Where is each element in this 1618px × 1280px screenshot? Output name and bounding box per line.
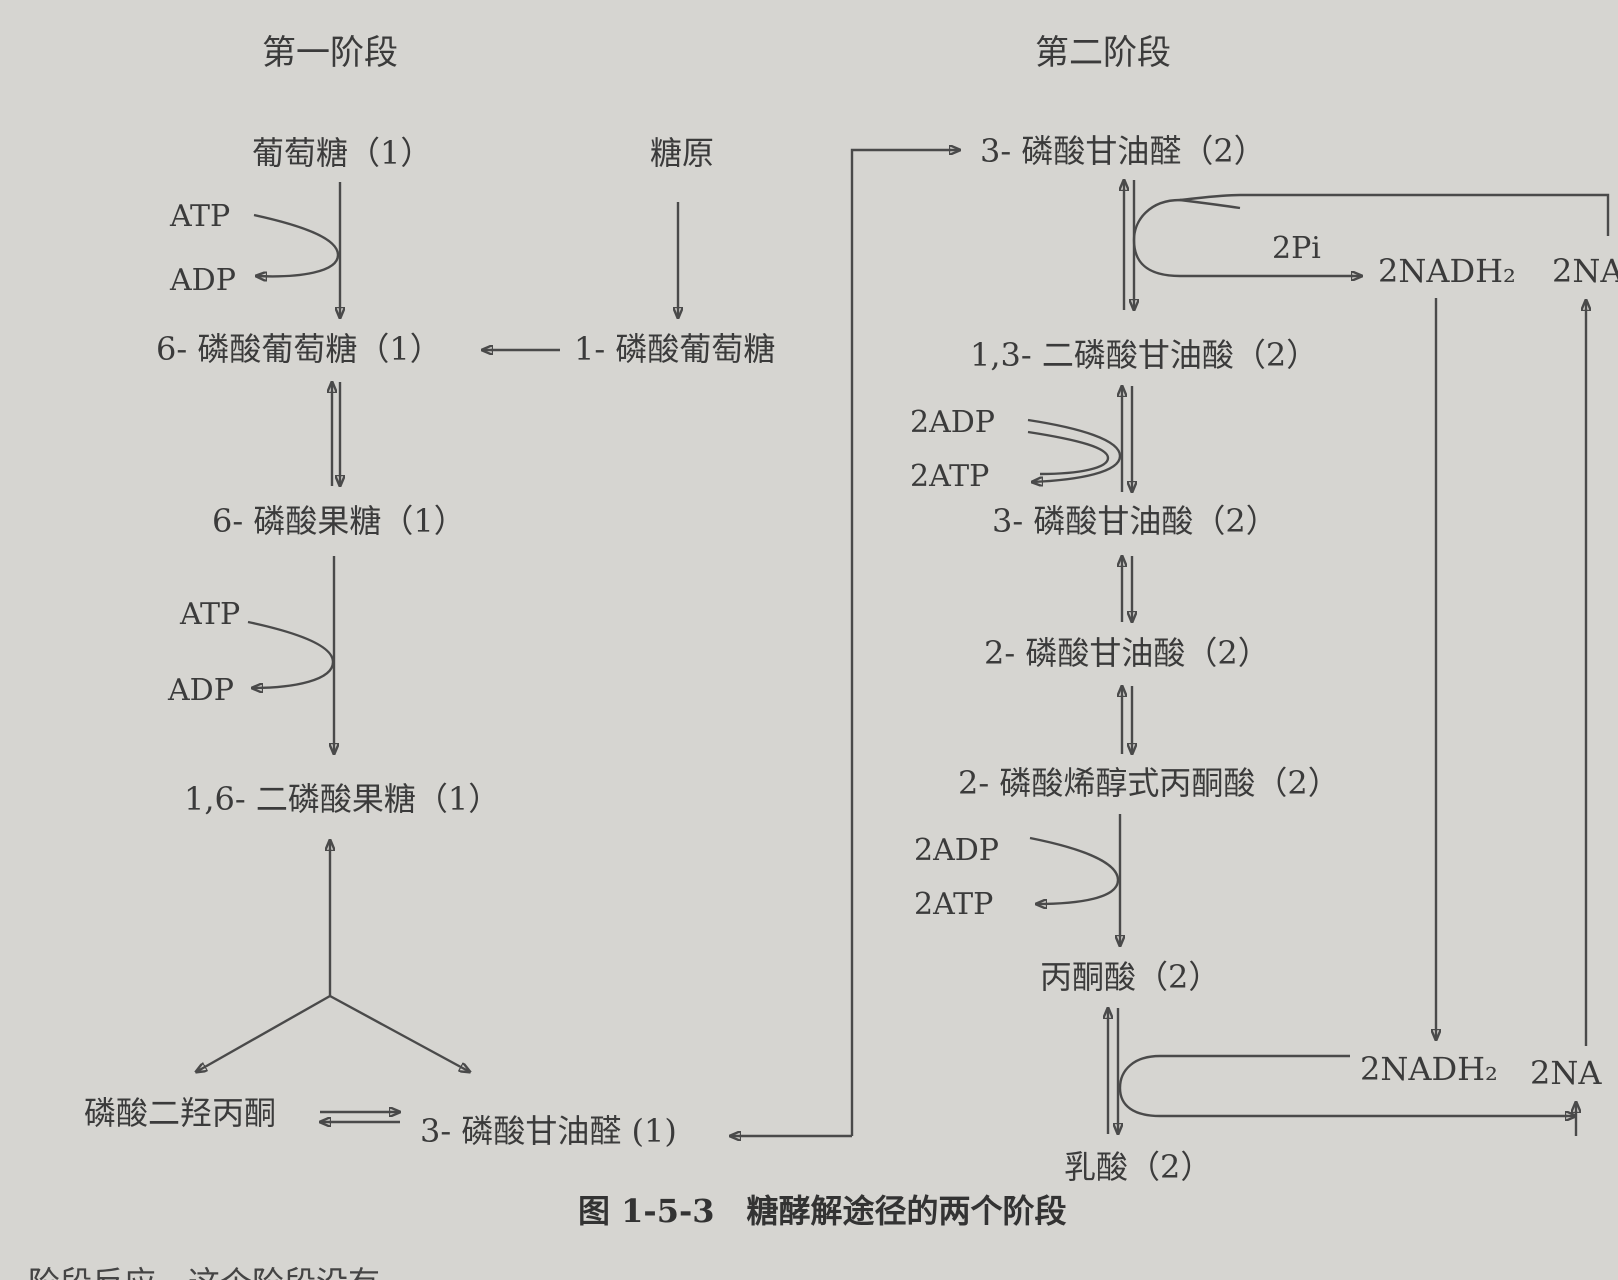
glucose-label: 葡萄糖（1） [252,134,432,172]
pyruvate-label: 丙酮酸（2） [1040,958,1220,996]
stage2-header: 第二阶段 [1035,33,1171,73]
g3p-stage2-label: 3- 磷酸甘油醛（2） [980,132,1266,170]
atp-label-1: ATP [169,199,230,234]
pep-label: 2- 磷酸烯醇式丙酮酸（2） [958,764,1340,802]
bottom-body-text: 一阶段反应，这个阶段没有 [0,1264,380,1280]
bpg13-label: 1,3- 二磷酸甘油酸（2） [970,336,1318,374]
adp-label-1: ADP [169,263,236,298]
glycogen-label: 糖原 [650,134,714,172]
connector-g3p-to-stage2 [850,150,960,1136]
adp-atp-curve-3a [1027,418,1122,482]
nad-top-label: 2NA [1552,252,1618,290]
adp-atp-curve-3b [1027,430,1110,476]
pg3-label: 3- 磷酸甘油酸（2） [992,502,1278,540]
g3p-stage1-label: 3- 磷酸甘油醛 (1) [420,1112,677,1150]
atp-adp-curve-1 [253,213,340,276]
atp-label-3: 2ATP [910,459,989,494]
nadh-top-label: 2NADH₂ [1378,252,1516,290]
nad-return-line [1179,193,1610,236]
dhap-label: 磷酸二羟丙酮 [84,1094,276,1132]
pg2-label: 2- 磷酸甘油酸（2） [984,634,1270,672]
nadh-bottom-label: 2NADH₂ [1360,1050,1498,1088]
g1p-label: 1- 磷酸葡萄糖 [574,330,775,368]
lactate-label: 乳酸（2） [1064,1148,1212,1186]
f16bp-label: 1,6- 二磷酸果糖（1） [184,780,500,818]
figure-caption: 图 1-5-3 糖酵解途径的两个阶段 [578,1192,1067,1230]
atp-adp-curve-2 [247,620,335,688]
adp-atp-curve-4 [1029,836,1120,904]
stage1-header: 第一阶段 [262,33,398,73]
atp-label-2: ATP [179,597,240,632]
pi-label: 2Pi [1272,231,1321,266]
atp-label-4: 2ATP [914,887,993,922]
nad-bottom-label: 2NA [1530,1054,1602,1092]
arrow-split-left [196,994,331,1072]
nadh-bottom-loop [1118,1054,1576,1116]
adp-label-3: 2ADP [910,405,995,440]
pi-nadh-loop [1132,198,1362,276]
adp-label-2: ADP [167,673,234,708]
f6p-label: 6- 磷酸果糖（1） [212,502,466,540]
g6p-label: 6- 磷酸葡萄糖（1） [156,330,442,368]
adp-label-4: 2ADP [914,833,999,868]
arrow-split-right [329,994,470,1072]
